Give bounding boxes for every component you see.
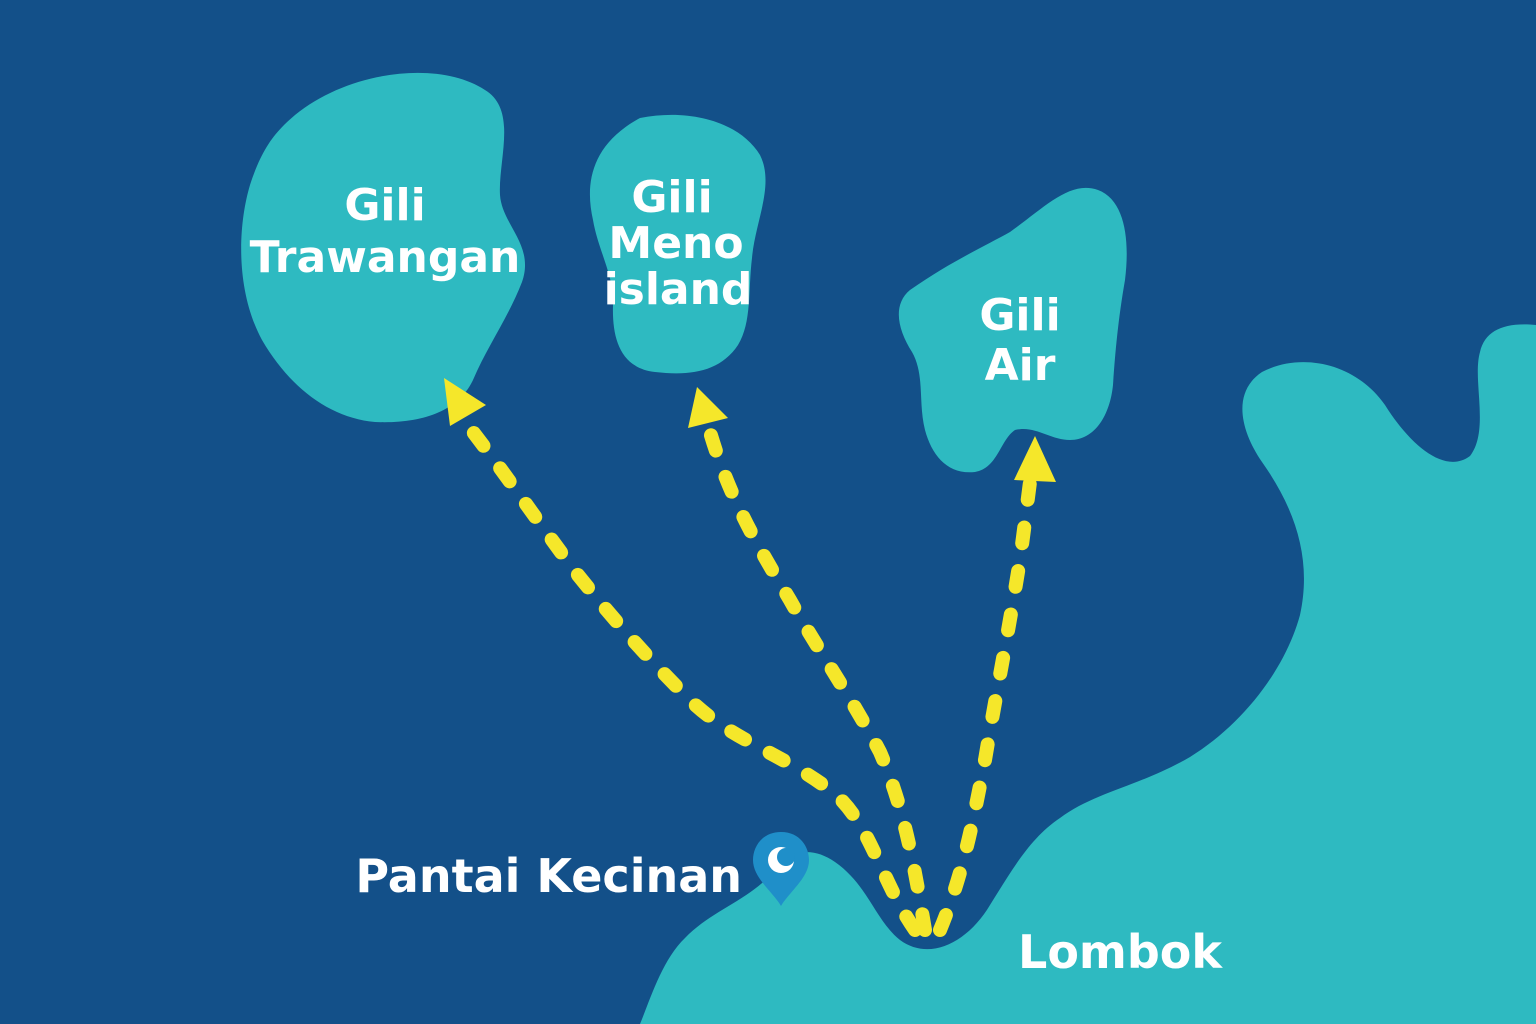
gili-trawangan-island xyxy=(241,72,526,423)
route-arrowhead-meno xyxy=(688,387,728,428)
gili-meno-label-line3: island xyxy=(604,264,753,315)
pantai-kecinan-label[interactable]: Pantai Kecinan xyxy=(355,849,742,903)
gili-meno-label-line1: Gili xyxy=(631,172,712,223)
ferry-routes xyxy=(444,378,1056,937)
route-to-gili-air xyxy=(933,475,1037,937)
route-arrowhead-trawangan xyxy=(444,378,486,426)
route-arrowhead-air xyxy=(1014,436,1056,482)
lombok-landmass xyxy=(640,324,1536,1024)
lombok-label: Lombok xyxy=(1018,925,1223,979)
gili-air-label-line1: Gili xyxy=(979,290,1060,341)
route-to-gili-meno xyxy=(703,425,932,937)
gili-meno-island xyxy=(589,114,766,374)
gili-air-island xyxy=(898,187,1127,473)
gili-meno-label-line2: Meno xyxy=(608,218,743,269)
gili-trawangan-label-line1: Gili xyxy=(344,180,425,231)
gili-air-label-line2: Air xyxy=(985,340,1056,391)
gili-trawangan-label-line2: Trawangan xyxy=(250,232,521,283)
location-pin-icon[interactable] xyxy=(753,832,809,906)
